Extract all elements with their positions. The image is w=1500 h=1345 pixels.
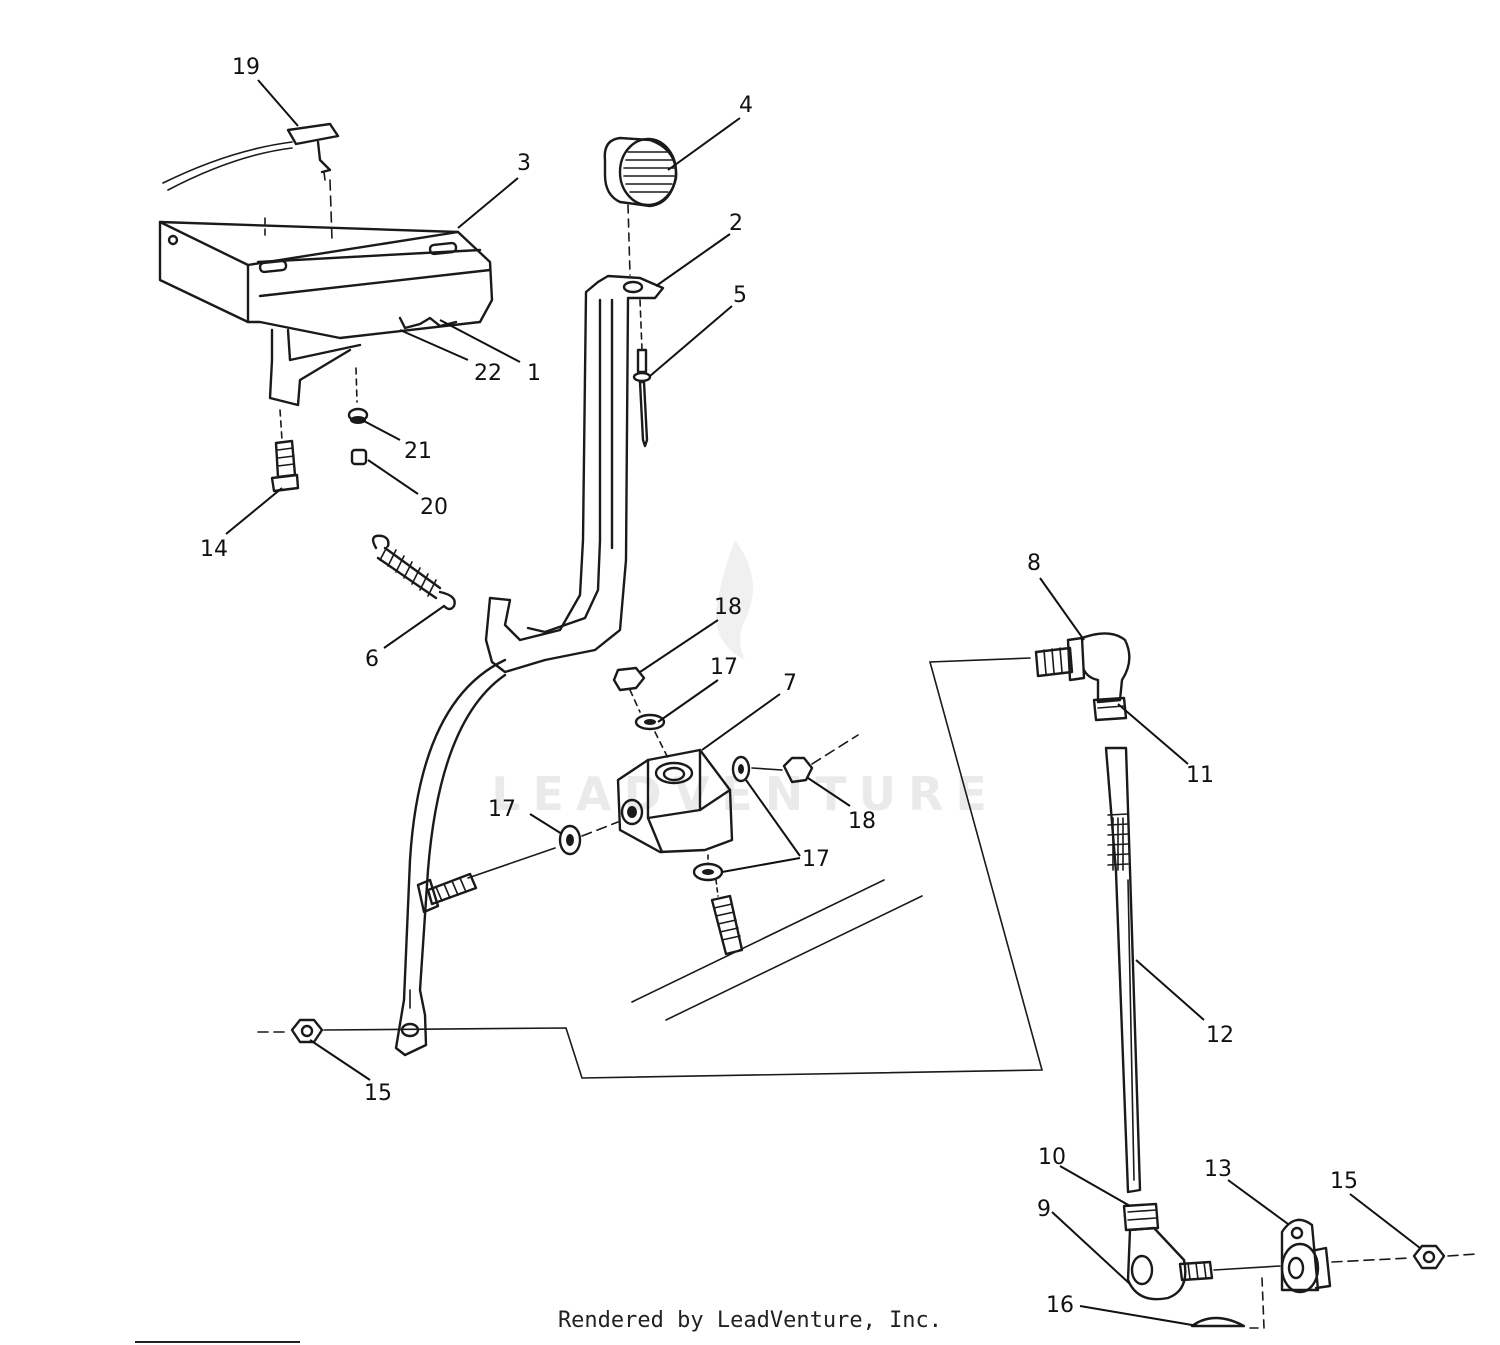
part-4-grip (603, 136, 678, 276)
callout-17-top: 17 (710, 655, 738, 680)
part-9-ball-joint (1122, 1202, 1214, 1301)
callout-2: 2 (729, 211, 743, 236)
part-2-lever (394, 274, 665, 1057)
callout-12: 12 (1206, 1023, 1234, 1048)
callout-22: 22 (474, 361, 502, 386)
footer-rule (135, 1341, 300, 1343)
callout-4: 4 (739, 93, 753, 118)
part-7-pivot-block (616, 748, 734, 854)
part-3-bracket (158, 179, 494, 407)
leader-lines (225, 79, 1421, 1327)
callout-8: 8 (1027, 551, 1041, 576)
part-15-nut-right (1331, 1244, 1477, 1270)
callout-17-left: 17 (488, 797, 516, 822)
part-18-nut-right (751, 734, 859, 784)
part-20-spacer (350, 448, 368, 466)
part-8-ball-joint (1034, 632, 1131, 722)
part-19-cable (162, 122, 340, 191)
callout-5: 5 (733, 283, 747, 308)
frame-lines (631, 879, 923, 1021)
callout-1: 1 (527, 361, 541, 386)
part-16-plate (1190, 1277, 1265, 1329)
part-17-washer-bottom (692, 854, 724, 882)
part-6-spring (371, 534, 456, 611)
part-bolt-horizontal (416, 847, 556, 914)
callout-11: 11 (1186, 763, 1214, 788)
callout-labels: 19 3 4 2 5 22 1 21 20 14 6 18 17 7 17 18… (200, 55, 1358, 1318)
part-15-nut-left (257, 1018, 324, 1044)
part-17-washer-left (558, 821, 619, 856)
callout-18-top: 18 (714, 595, 742, 620)
part-threaded-stud (710, 879, 744, 956)
part-17-washer-right (731, 755, 751, 783)
callout-6: 6 (365, 647, 379, 672)
part-14-bolt (270, 409, 300, 493)
part-17-washer-top (634, 713, 669, 759)
part-12-rod (1104, 746, 1142, 1194)
assembly-line (323, 657, 1044, 1079)
callout-17-bottom: 17 (802, 847, 830, 872)
callout-19: 19 (232, 55, 260, 80)
callout-18-right: 18 (848, 809, 876, 834)
callout-3: 3 (517, 151, 531, 176)
part-18-nut-top (612, 666, 646, 713)
callout-14: 14 (200, 537, 228, 562)
callout-7: 7 (783, 671, 797, 696)
callout-16: 16 (1046, 1293, 1074, 1318)
part-5-pin (632, 299, 652, 448)
footer-credit: Rendered by LeadVenture, Inc. (557, 1308, 943, 1333)
callout-13: 13 (1204, 1157, 1232, 1182)
part-13-bushing (1213, 1218, 1332, 1294)
callout-9: 9 (1037, 1197, 1051, 1222)
callout-15-left: 15 (364, 1081, 392, 1106)
callout-10: 10 (1038, 1145, 1066, 1170)
callout-20: 20 (420, 495, 448, 520)
callout-21: 21 (404, 439, 432, 464)
callout-15-right: 15 (1330, 1169, 1358, 1194)
part-21-nut (347, 367, 369, 424)
